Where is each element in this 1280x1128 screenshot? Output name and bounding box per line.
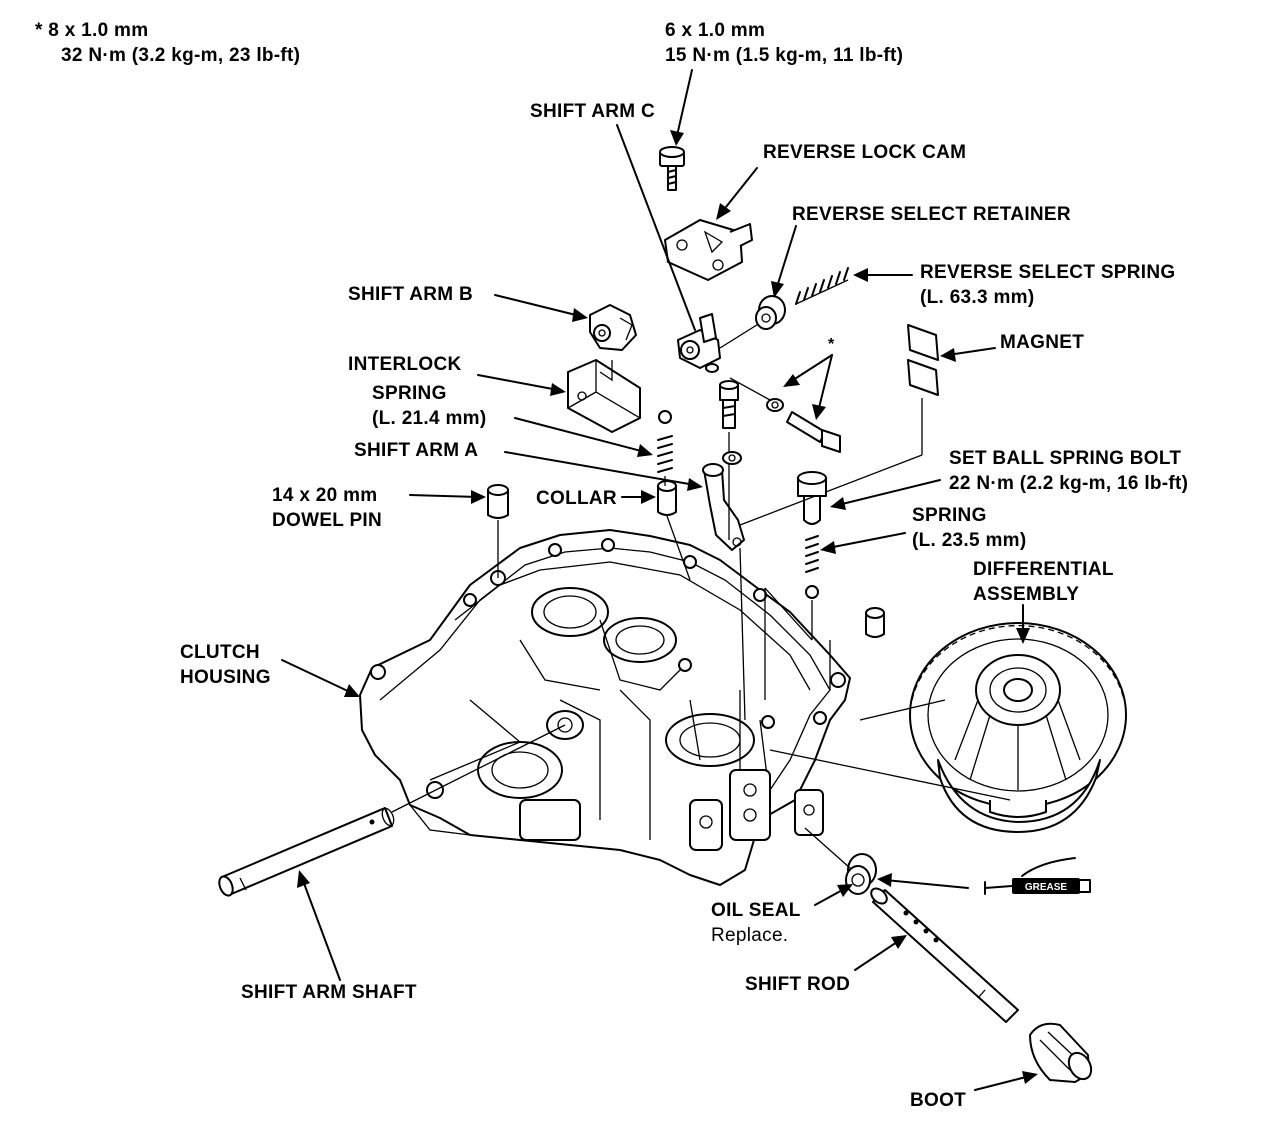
spring-23-5-part	[764, 535, 819, 700]
shift-rod-part	[870, 887, 1019, 1023]
shift-arm-b-part	[589, 304, 637, 351]
differential-line2: ASSEMBLY	[973, 584, 1080, 605]
leader-lines	[281, 69, 1038, 1091]
set-ball-spring-bolt-part	[797, 471, 827, 525]
collar-part	[657, 480, 691, 581]
bolt-8mm-part	[719, 377, 841, 540]
set-ball-spring-bolt-name: SET BALL SPRING BOLT	[949, 448, 1182, 469]
shift-rod-label: SHIFT ROD	[745, 974, 851, 995]
spring-23-5-label: SPRING (L. 23.5 mm)	[912, 503, 1026, 553]
grease-tube-icon: GREASE	[984, 857, 1091, 895]
clutch-housing-line2: HOUSING	[180, 667, 271, 688]
bolt-8mm-torque: 32 N·m (3.2 kg-m, 23 lb-ft)	[61, 45, 301, 66]
bolt-6mm-spec-label: 6 x 1.0 mm 15 N·m (1.5 kg-m, 11 lb-ft)	[665, 18, 903, 68]
reverse-lock-cam-label: REVERSE LOCK CAM	[763, 142, 967, 163]
reverse-lock-cam-part	[664, 219, 753, 281]
reverse-select-spring-label: REVERSE SELECT SPRING (L. 63.3 mm)	[920, 260, 1175, 310]
bolt-6mm-torque: 15 N·m (1.5 kg-m, 11 lb-ft)	[665, 45, 904, 66]
bolt-6mm-part	[659, 146, 685, 191]
shift-arm-a-label: SHIFT ARM A	[354, 440, 479, 461]
clutch-housing-line1: CLUTCH	[180, 642, 260, 663]
differential-assembly-part	[909, 622, 1127, 833]
oil-seal-label: OIL SEAL Replace.	[711, 898, 801, 948]
interlock-spring-name: SPRING	[372, 383, 447, 404]
shift-arm-c-label: SHIFT ARM C	[530, 101, 656, 122]
reverse-select-spring-part	[795, 267, 849, 305]
interlock-spring-length: (L. 21.4 mm)	[372, 408, 487, 429]
grease-tube-text: GREASE	[1025, 882, 1068, 893]
oil-seal-note: Replace.	[711, 925, 789, 946]
magnet-part	[739, 324, 939, 526]
shift-arm-a-part	[702, 463, 746, 721]
interlock-part	[567, 359, 641, 433]
clutch-housing-part	[359, 529, 851, 886]
interlock-spring-label: SPRING (L. 21.4 mm)	[372, 381, 486, 431]
oil-seal-name: OIL SEAL	[711, 900, 801, 921]
set-ball-spring-bolt-label: SET BALL SPRING BOLT 22 N·m (2.2 kg-m, 1…	[949, 446, 1188, 496]
reverse-select-retainer-part	[755, 295, 786, 330]
dowel-pin-name: DOWEL PIN	[272, 510, 383, 531]
spring-23-5-name: SPRING	[912, 505, 987, 526]
boot-label: BOOT	[910, 1090, 967, 1111]
reverse-select-spring-length: (L. 63.3 mm)	[920, 287, 1035, 308]
bolt-8mm-spec-label: * 8 x 1.0 mm 32 N·m (3.2 kg-m, 23 lb-ft)	[35, 18, 300, 68]
asterisk-marker: *	[828, 336, 835, 353]
dowel-pin-label: 14 x 20 mm DOWEL PIN	[272, 483, 382, 533]
spring-23-5-length: (L. 23.5 mm)	[912, 530, 1027, 551]
bolt-6mm-size: 6 x 1.0 mm	[665, 20, 766, 41]
differential-assembly-label: DIFFERENTIAL ASSEMBLY	[973, 557, 1114, 607]
shift-arm-shaft-label: SHIFT ARM SHAFT	[241, 982, 417, 1003]
interlock-spring-part	[657, 410, 673, 486]
reverse-select-retainer-label: REVERSE SELECT RETAINER	[792, 204, 1071, 225]
dowel-pin-size: 14 x 20 mm	[272, 485, 378, 506]
oil-seal-part	[804, 827, 877, 895]
shift-arm-shaft-part	[218, 724, 566, 897]
bolt-8mm-size: * 8 x 1.0 mm	[35, 20, 149, 41]
shift-arm-c-part	[677, 313, 769, 373]
differential-line1: DIFFERENTIAL	[973, 559, 1114, 580]
set-ball-spring-bolt-torque: 22 N·m (2.2 kg-m, 16 lb-ft)	[949, 473, 1189, 494]
collar-label: COLLAR	[536, 488, 617, 509]
clutch-housing-label: CLUTCH HOUSING	[180, 640, 271, 690]
interlock-label: INTERLOCK	[348, 354, 462, 375]
dowel-pin-part	[487, 484, 885, 638]
magnet-label: MAGNET	[1000, 332, 1085, 353]
reverse-select-spring-name: REVERSE SELECT SPRING	[920, 262, 1176, 283]
boot-part	[1029, 1022, 1093, 1083]
shift-arm-b-label: SHIFT ARM B	[348, 284, 474, 305]
